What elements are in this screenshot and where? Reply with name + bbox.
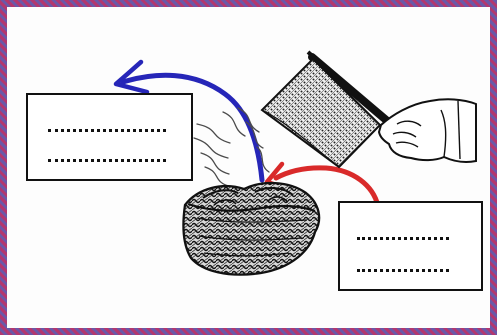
diagram-page: [0, 0, 497, 335]
decorative-frame: [0, 0, 497, 335]
